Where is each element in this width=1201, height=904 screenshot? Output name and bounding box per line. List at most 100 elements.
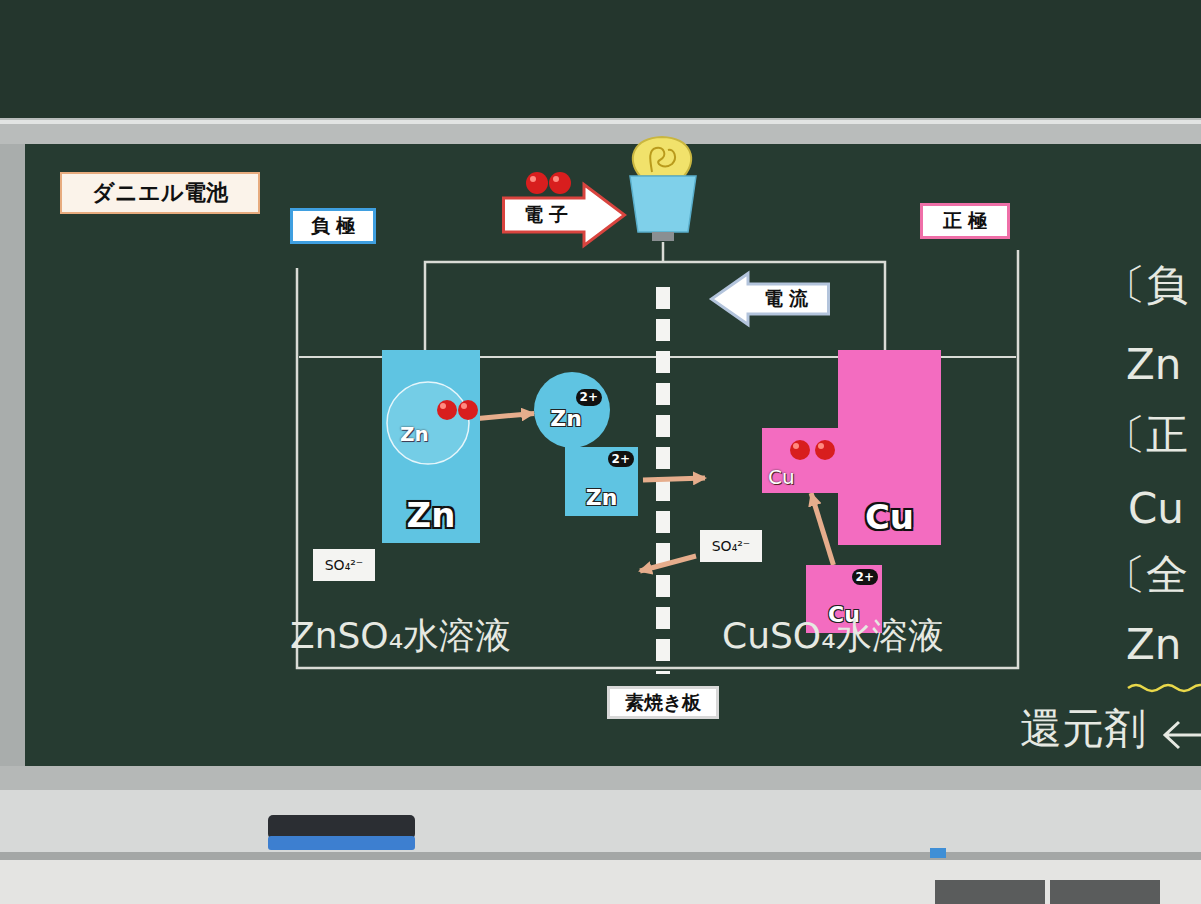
metal-ion: Zn2+ [534,372,610,448]
title-slot: ダニエル電池 [60,172,260,214]
node-text: 電 子 [524,204,569,226]
magnet-shine [440,403,446,409]
dark-box [1050,880,1160,904]
chalk-wire [662,242,665,262]
chalk-text: 〔正 [1104,412,1188,458]
bottom-rail [0,766,1201,790]
chalk-text: 還元剤 [1020,706,1146,752]
dark-box [935,880,1045,904]
label-slot: 還元剤 [1020,706,1146,752]
label-slot: 〔負 [1104,262,1188,308]
node-text: 電 流 [764,288,809,310]
node-text: Cu [865,498,914,537]
node-text: SO₄²⁻ [712,538,751,554]
label-card: 素焼き板 [607,686,719,719]
magnet [437,400,457,420]
label-card: 負 極 [290,208,376,244]
label-slot: Zn [1126,342,1181,388]
shape-fill [565,447,638,516]
shape-fill [382,350,480,543]
label-slot: Cu [1128,486,1184,532]
magnet-shine [530,176,536,182]
magnet [549,172,571,194]
magnet-shine [553,176,559,182]
metal-ion: Zn 2+ [565,447,638,516]
chalk-text: Cu [1128,486,1184,532]
electrode-plate: Cu [838,350,941,545]
chalk-arrow [1165,722,1201,748]
bulb-socket [652,232,674,241]
top-rail [0,118,1201,144]
shape-fill [762,428,840,493]
label-slot: CuSO₄水溶液 [722,616,944,656]
title-card: ダニエル電池 [60,172,260,214]
ion-migration-arrow [643,478,705,480]
arrow-outline [504,185,625,246]
chalk-text: Zn [1126,342,1181,388]
bulb-filament [650,148,675,172]
chalk-text: ZnSO₄水溶液 [290,616,511,656]
chalk-text: CuSO₄水溶液 [722,616,944,656]
node-text: Zn [550,406,582,431]
blackboard [25,144,1201,766]
magnet [815,440,835,460]
label-slot: Zn [1126,622,1181,668]
electron-arrow: 電 子 [502,183,626,247]
charge-badge: 2+ [852,569,878,585]
electrode-plate: ZnZn [382,350,480,543]
node-text: 正 極 [943,210,988,232]
magnet-shine [818,443,824,449]
magnet [526,172,548,194]
magnet [790,440,810,460]
card-outline [922,205,1009,238]
label-slot: ZnSO₄水溶液 [290,616,511,656]
yellow-underline [1128,685,1201,691]
atom-circle [387,382,469,464]
chalk-tray [0,790,1201,856]
charge-badge: 2+ [576,389,602,405]
tape [930,848,946,858]
ion-card [700,530,762,562]
sulfate-ion: SO₄²⁻ [700,530,762,562]
card-outline [292,210,375,243]
magnet-shine [461,403,467,409]
card-outline [609,688,718,718]
node-text: Cu [768,466,795,489]
eraser-body [268,836,415,850]
magnet [458,400,478,420]
sulfate-ion: SO₄²⁻ [313,549,375,581]
current-arrow: 電 流 [710,272,830,326]
chalk-text: Zn [1126,622,1181,668]
charge-badge: 2+ [608,451,634,467]
board-frame [0,144,25,794]
bulb-base [630,176,696,232]
label-slot: 〔正 [1104,412,1188,458]
label-card: 正 極 [920,203,1010,239]
copper-deposit: Cu [762,428,840,493]
node-text: Zn [586,485,618,510]
chalk-wire [425,262,885,352]
floor-wall [0,860,1201,904]
node-text: 負 極 [311,215,356,237]
tray-lip [0,852,1201,860]
shape-fill [838,350,941,545]
ion-circle [534,372,610,448]
chalk-text: 〔全 [1104,552,1188,598]
magnet-shine [793,443,799,449]
upper-board [0,0,1201,118]
reaction-arrow [811,493,833,565]
bulb-glass [633,137,691,176]
eraser-felt [268,815,415,839]
node-text: 素焼き板 [625,692,701,714]
node-text: Zn [400,423,429,446]
node-text: SO₄²⁻ [325,557,364,573]
arrow-outline [712,274,829,325]
ion-card [313,549,375,581]
label-slot: 〔全 [1104,552,1188,598]
node-text: Zn [407,496,456,535]
ion-migration-arrow [640,556,696,571]
zinc-atom: Zn [386,381,470,465]
